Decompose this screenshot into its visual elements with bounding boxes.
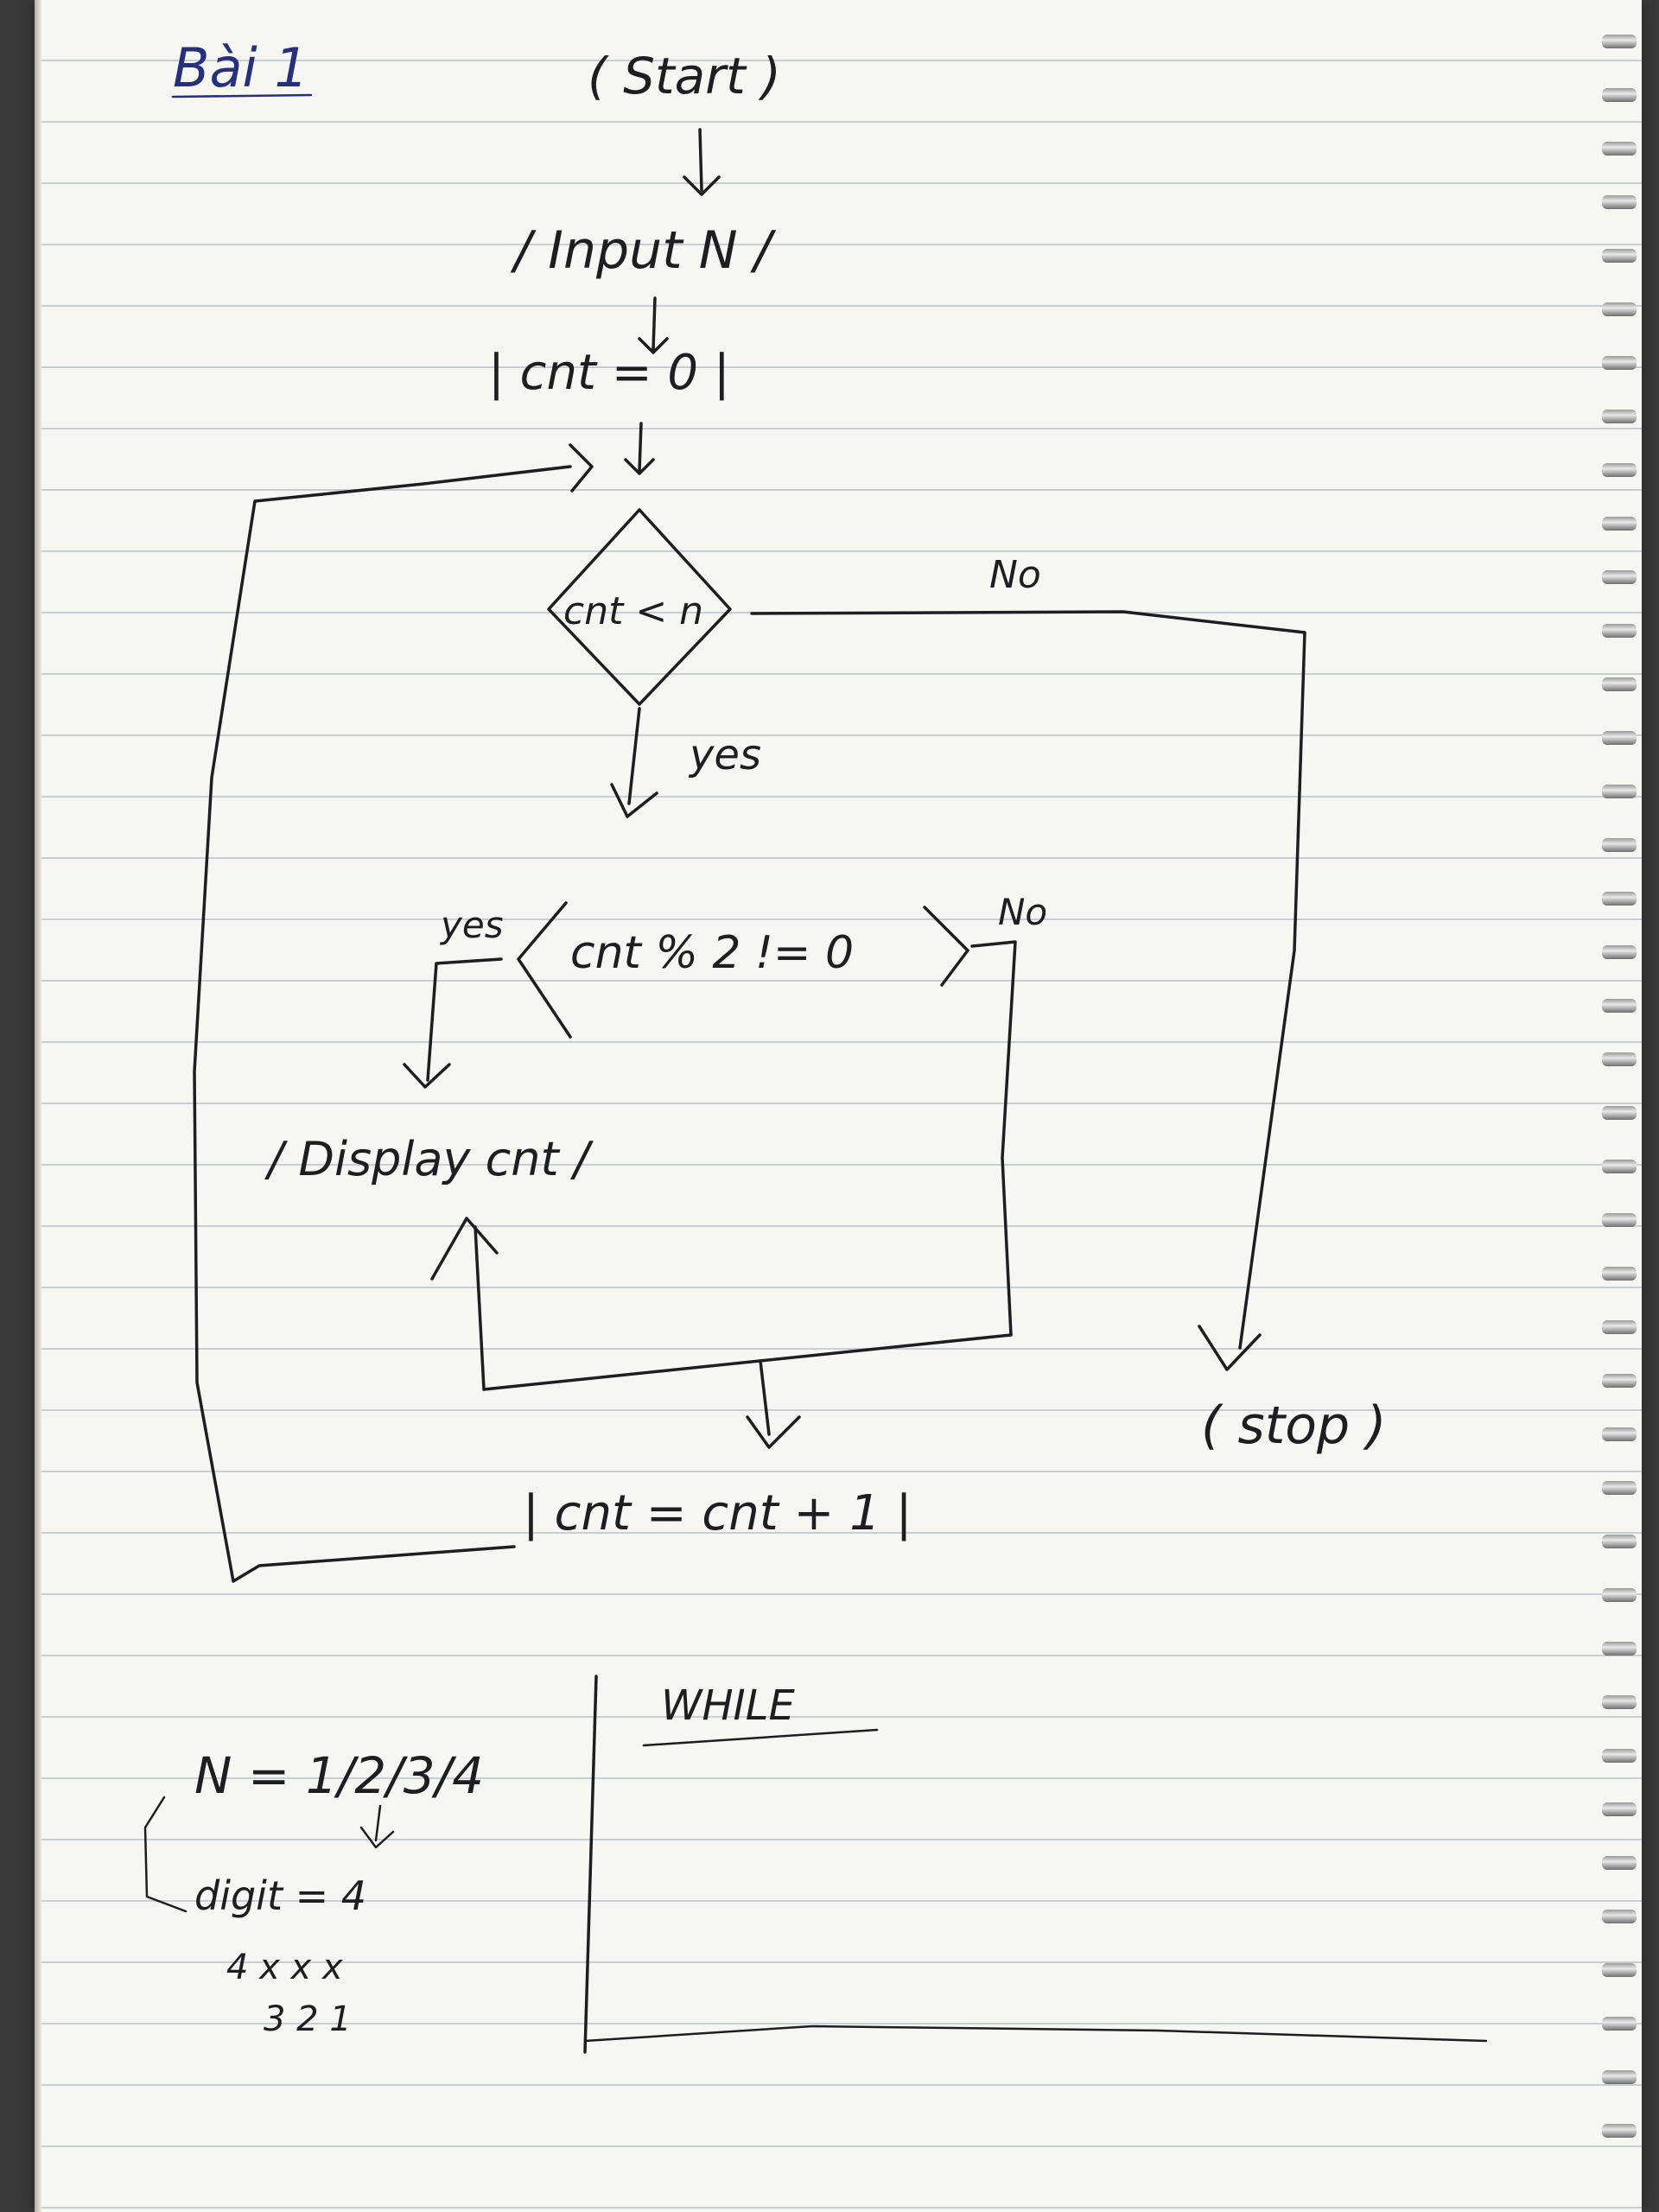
decision2-label: cnt % 2 != 0 [570,927,854,979]
spiral-ring [1602,570,1637,584]
spiral-ring [1602,677,1637,691]
arrowhead-display [403,1063,451,1089]
spiral-ring [1602,2124,1637,2138]
spiral-ring [1602,463,1637,477]
edge-cond1-yes-label: yes [688,731,761,779]
arrow-input-init [638,296,669,354]
edge-cond1-no [750,610,1306,1350]
spiral-ring [1602,2070,1637,2084]
spiral-ring [1602,999,1637,1013]
spiral-ring [1602,1213,1637,1227]
spiral-ring [1602,1749,1637,1763]
decision2-right-bracket [923,906,969,987]
spiral-ring [1602,1374,1637,1388]
start-node: ( Start ) [588,47,781,105]
spiral-ring [1602,1427,1637,1441]
arrowhead-stop [1198,1325,1262,1371]
increment-node: | cnt = cnt + 1 | [523,1485,912,1541]
spiral-ring [1602,892,1637,906]
arrow-start-input [683,128,721,196]
spiral-ring [1602,1160,1637,1173]
n-value-note: N = 1/2/3/4 [194,1746,484,1805]
edge-cond2-no-label: No [998,891,1047,933]
heading: Bài 1 [173,36,308,99]
spiral-ring [1602,1320,1637,1334]
spiral-ring [1602,2017,1637,2031]
input-node: / Input N / [510,220,777,281]
spiral-ring [1602,731,1637,745]
spiral-ring [1602,1535,1637,1548]
arrow-init-loop [624,422,655,475]
edge-merge-display [430,1217,499,1391]
stop-node: ( stop ) [1201,1395,1387,1456]
spiral-ring [1602,302,1637,316]
decision1-label: cnt < n [563,589,703,633]
edge-cond2-no [482,940,1017,1391]
edge-cond1-no-label: No [989,553,1041,597]
spiral-ring [1602,249,1637,263]
spiral-ring [1602,1963,1637,1977]
spiral-ring [1602,945,1637,959]
spiral-ring [1602,1802,1637,1816]
n-digit-arrow [359,1804,395,1849]
spiral-ring [1602,88,1637,102]
spiral-ring [1602,195,1637,209]
spiral-ring [1602,838,1637,852]
n-curl-arrow [143,1796,188,1913]
while-label: WHILE [661,1681,795,1730]
spiral-ring [1602,1588,1637,1602]
decision2-left-bracket [517,901,572,1039]
spiral-ring [1602,1642,1637,1656]
section-divider-horizontal [583,2024,1488,2043]
spiral-ring [1602,1267,1637,1281]
spiral-ring [1602,1481,1637,1495]
while-underline [642,1728,879,1747]
heading-underline [171,93,313,99]
spiral-ring [1602,142,1637,156]
spiral-ring [1602,410,1637,423]
digit-note: digit = 4 [194,1872,366,1919]
edge-cond2-yes [426,957,503,1082]
edge-cond1-yes [610,707,658,818]
spiral-ring [1602,1910,1637,1923]
spiral-ring [1602,1695,1637,1709]
spiral-ring [1602,624,1637,638]
decision1-diamond [547,508,732,706]
loop-back-arrowhead [569,443,594,493]
spiral-ring [1602,356,1637,370]
row2-note: 3 2 1 [264,1999,352,2039]
init-node: | cnt = 0 | [488,345,730,401]
edge-cond2-yes-label: yes [439,904,504,946]
spiral-ring [1602,35,1637,48]
spiral-ring [1602,1856,1637,1870]
edge-loop-back [193,465,572,1583]
page-edge [35,0,41,2212]
spiral-ring [1602,1052,1637,1066]
section-divider-vertical [583,1675,598,2054]
spiral-ring [1602,517,1637,531]
flowchart: Bài 1 ( Start ) / Input N / | cnt = 0 | … [143,36,1488,2054]
row1-note: 4 x x x [226,1948,343,1987]
spiral-binding [1590,0,1642,2212]
display-node: / Display cnt / [264,1132,594,1186]
notebook-page: Bài 1 ( Start ) / Input N / | cnt = 0 | … [35,0,1642,2212]
spiral-ring [1602,785,1637,798]
arrow-to-increment [746,1359,801,1449]
spiral-ring [1602,1106,1637,1120]
